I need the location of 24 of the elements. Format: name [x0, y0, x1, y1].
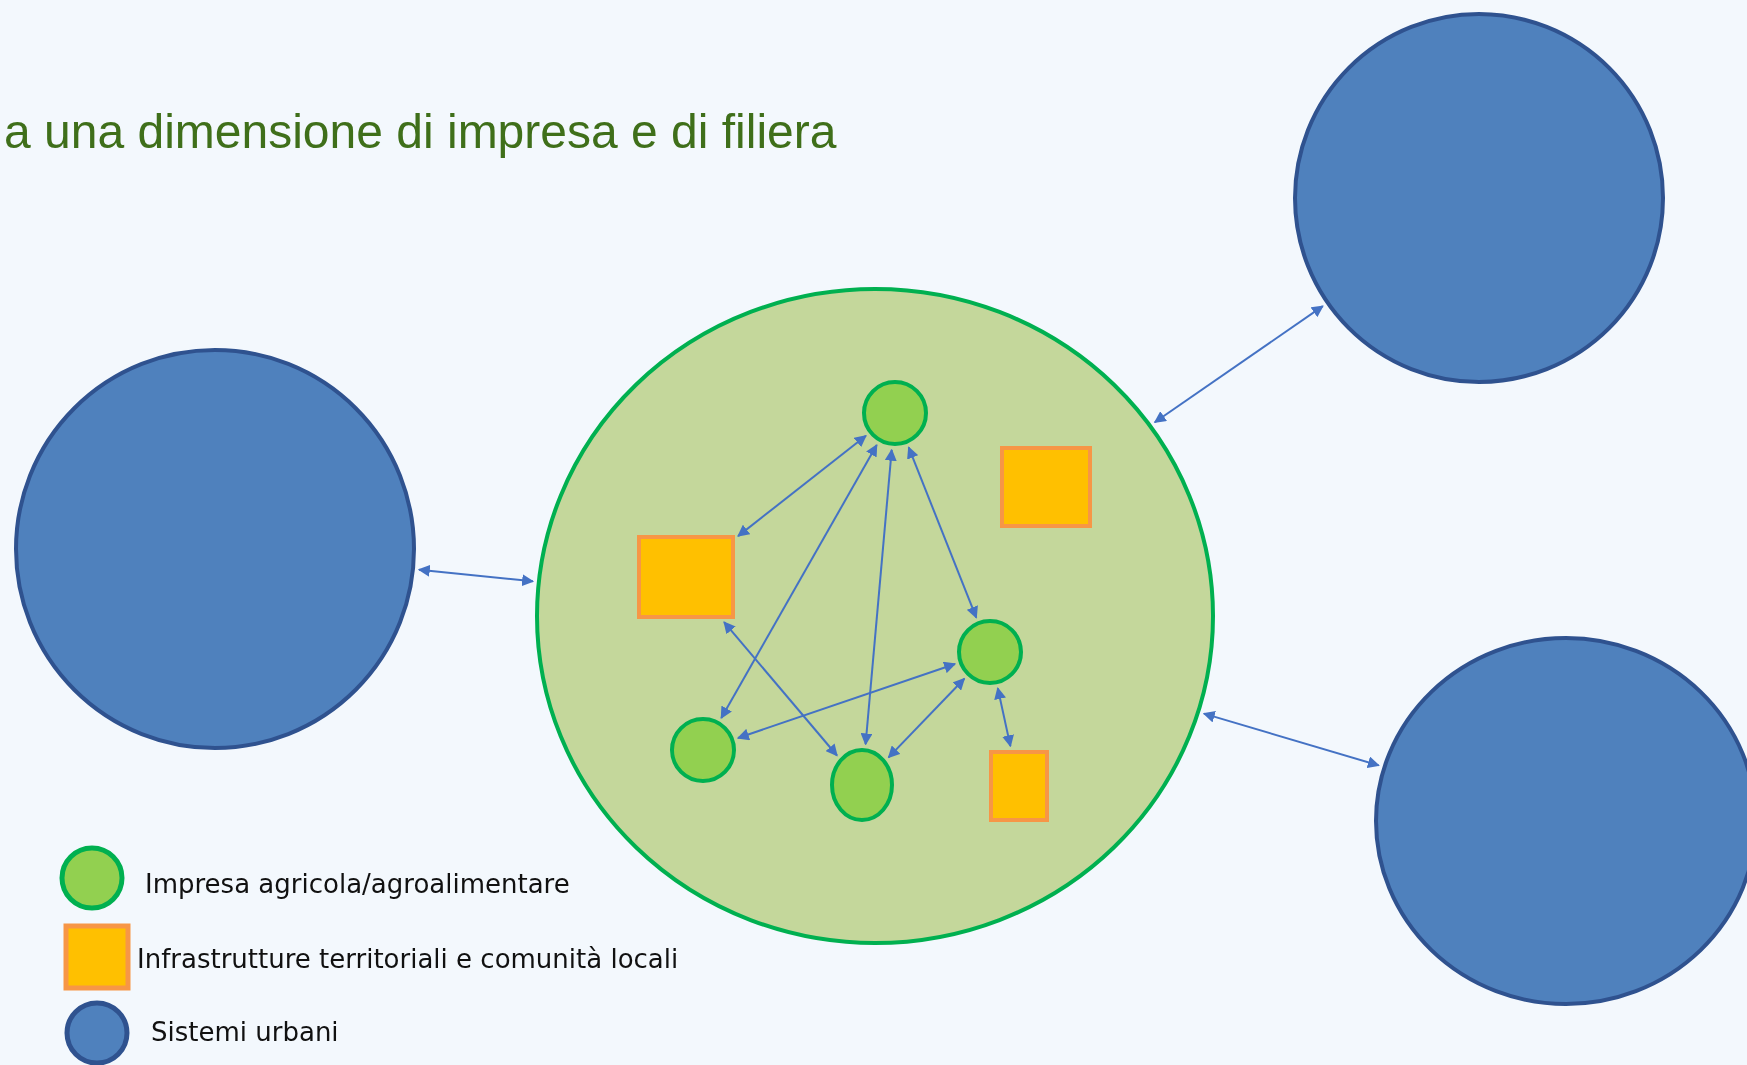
large-circle — [1293, 12, 1665, 384]
small-circle — [957, 619, 1023, 685]
arrow — [1202, 710, 1380, 769]
legend-label: Impresa agricola/agroalimentare — [145, 869, 570, 899]
arrow — [887, 677, 966, 759]
square — [989, 750, 1049, 822]
square — [637, 535, 735, 619]
large-circle — [14, 348, 416, 750]
arrow — [720, 444, 878, 719]
arrow — [994, 687, 1014, 748]
heading: a una dimensione di impresa e di filiera — [4, 104, 837, 159]
arrow — [1153, 305, 1324, 424]
arrow — [417, 564, 535, 587]
small-circle — [670, 717, 736, 783]
arrow — [860, 448, 897, 746]
legend-label: Sistemi urbani — [151, 1017, 339, 1047]
arrow — [907, 446, 978, 619]
square — [1000, 446, 1092, 528]
arrow — [736, 661, 957, 741]
legend-label: Infrastrutture territoriali e comunità locali — [137, 944, 679, 974]
arrow — [723, 621, 838, 757]
small-circle — [862, 380, 928, 446]
small-circle — [830, 748, 894, 822]
arrow — [737, 434, 867, 538]
